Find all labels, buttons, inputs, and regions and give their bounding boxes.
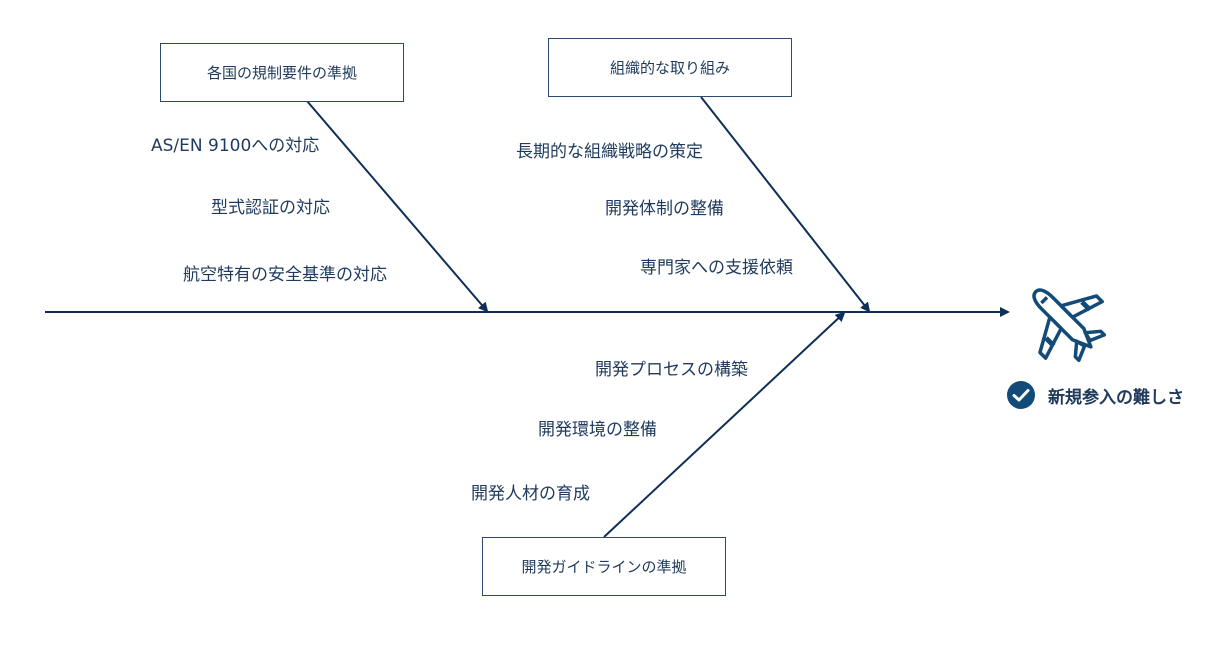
- cause-item: 開発環境の整備: [538, 420, 657, 440]
- cause-item: 開発プロセスの構築: [595, 360, 748, 380]
- category-box-regulation: 各国の規制要件の準拠: [160, 43, 404, 102]
- category-label: 開発ガイドラインの準拠: [521, 558, 687, 576]
- airplane-icon: [1032, 288, 1107, 363]
- bone-organization: [700, 96, 871, 313]
- bone-regulation: [306, 100, 489, 313]
- category-label: 組織的な取り組み: [609, 59, 730, 77]
- check-circle-icon: [1007, 381, 1035, 409]
- cause-item: AS/EN 9100への対応: [151, 136, 320, 156]
- bone-guideline: [603, 311, 846, 538]
- category-box-organization: 組織的な取り組み: [548, 38, 792, 97]
- cause-item: 開発人材の育成: [471, 484, 590, 504]
- category-label: 各国の規制要件の準拠: [206, 64, 357, 82]
- effect: 新規参入の難しさ: [1006, 380, 1184, 410]
- cause-item: 型式認証の対応: [211, 198, 330, 218]
- cause-item: 長期的な組織戦略の策定: [516, 142, 703, 162]
- category-box-guideline: 開発ガイドラインの準拠: [482, 537, 726, 596]
- cause-item: 専門家への支援依頼: [640, 258, 793, 278]
- effect-label: 新規参入の難しさ: [1048, 387, 1184, 408]
- cause-item: 開発体制の整備: [605, 199, 724, 219]
- cause-item: 航空特有の安全基準の対応: [183, 265, 387, 285]
